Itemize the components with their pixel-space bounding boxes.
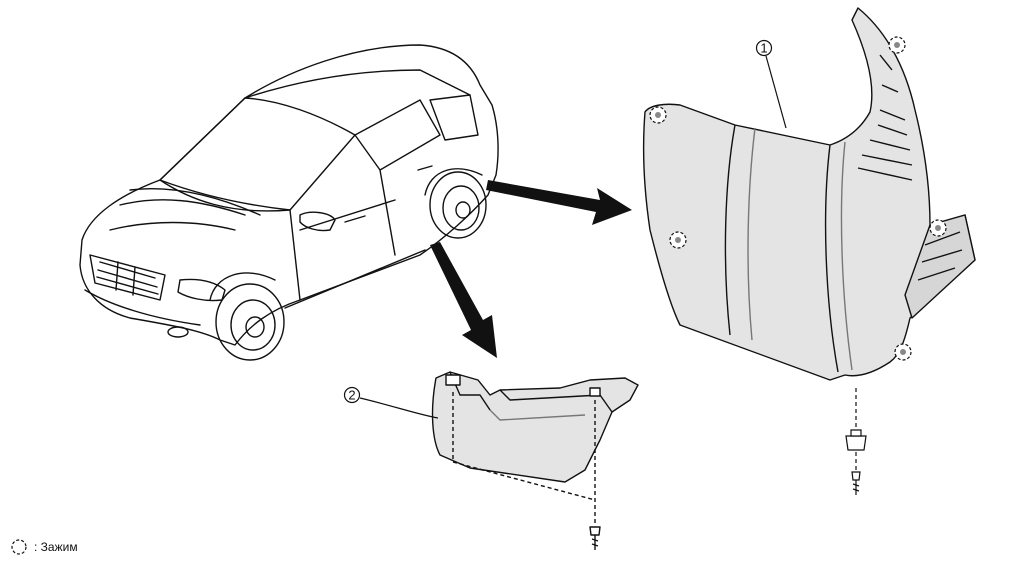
pointer-arrows	[430, 180, 632, 358]
callout-1: 1	[755, 39, 787, 129]
part-1-fastener	[845, 388, 867, 495]
callout-2: 2	[343, 386, 439, 419]
part-2-mud-flap	[431, 371, 639, 550]
legend-clip-label: : Зажим	[34, 540, 78, 554]
car-illustration	[79, 44, 499, 361]
callout-1-label: 1	[760, 41, 767, 56]
callout-2-label: 2	[348, 388, 355, 403]
part-1-wheel-liner	[642, 7, 976, 381]
dashed-circle-clip-icon	[11, 539, 27, 555]
arrow-to-part-1	[486, 180, 632, 225]
legend: : Зажим	[10, 538, 78, 556]
arrow-to-part-2	[430, 242, 497, 358]
